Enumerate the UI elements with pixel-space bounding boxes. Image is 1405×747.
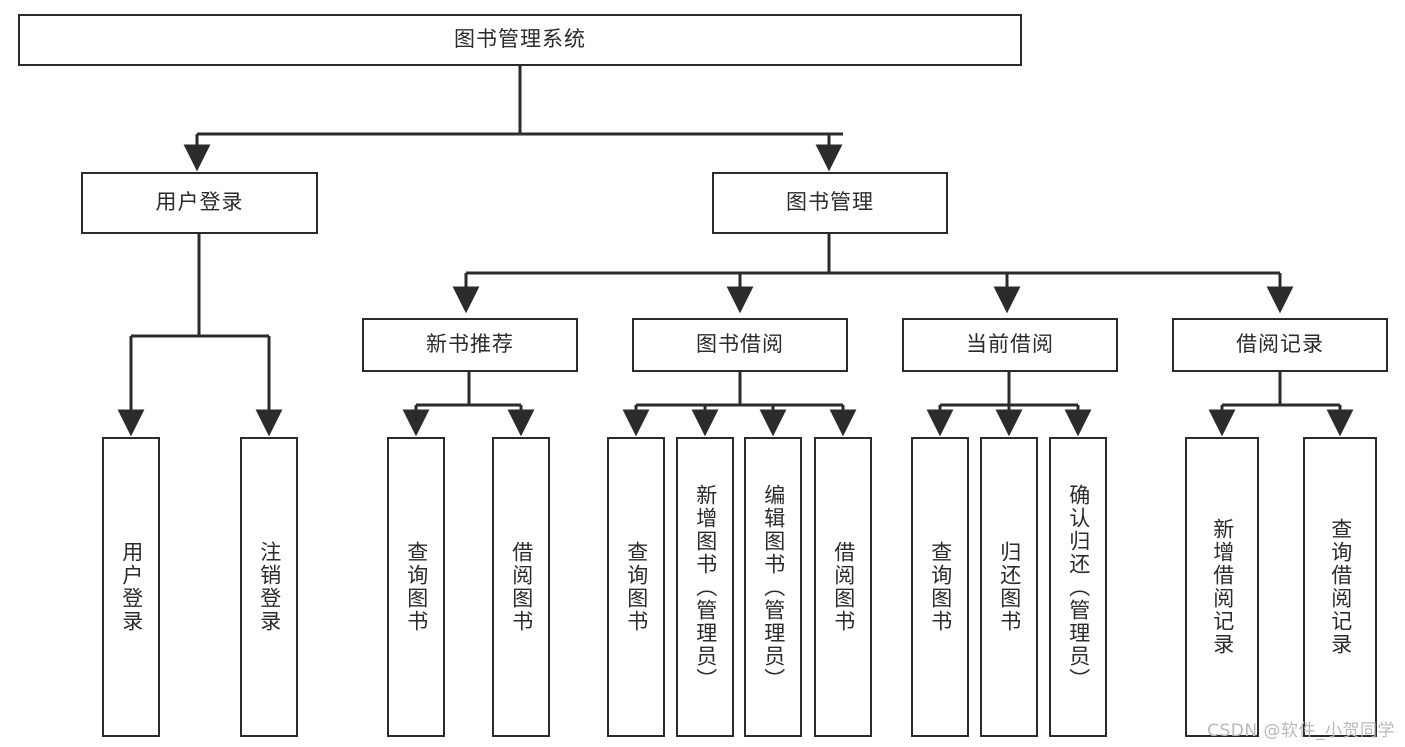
node-leaf-add-record-label: 新增借阅记录 — [1210, 518, 1235, 656]
node-leaf-query-book-3[interactable]: 查询图书 — [911, 437, 969, 737]
node-current-borrow-label: 当前借阅 — [966, 332, 1054, 357]
node-root[interactable]: 图书管理系统 — [18, 14, 1022, 66]
node-leaf-edit-book-label: 编辑图书（管理员） — [761, 483, 786, 691]
node-leaf-return-book[interactable]: 归还图书 — [980, 437, 1038, 737]
node-leaf-query-book-2[interactable]: 查询图书 — [607, 437, 665, 737]
node-leaf-query-book-1[interactable]: 查询图书 — [387, 437, 445, 737]
node-leaf-add-record[interactable]: 新增借阅记录 — [1185, 437, 1259, 737]
node-new-book-rec[interactable]: 新书推荐 — [362, 318, 578, 372]
node-leaf-borrow-book-1[interactable]: 借阅图书 — [492, 437, 550, 737]
node-leaf-logout-login-label: 注销登录 — [257, 541, 282, 633]
node-leaf-add-book-label: 新增图书（管理员） — [693, 483, 718, 691]
node-leaf-edit-book[interactable]: 编辑图书（管理员） — [744, 437, 802, 737]
node-new-book-rec-label: 新书推荐 — [426, 332, 514, 357]
node-current-borrow[interactable]: 当前借阅 — [902, 318, 1118, 372]
node-leaf-return-book-label: 归还图书 — [997, 541, 1022, 633]
node-book-manage[interactable]: 图书管理 — [712, 172, 948, 234]
node-leaf-query-book-2-label: 查询图书 — [624, 541, 649, 633]
node-leaf-confirm-return[interactable]: 确认归还（管理员） — [1049, 437, 1107, 737]
node-book-borrow-label: 图书借阅 — [696, 332, 784, 357]
node-leaf-confirm-return-label: 确认归还（管理员） — [1066, 483, 1091, 691]
node-leaf-query-book-3-label: 查询图书 — [928, 541, 953, 633]
node-leaf-borrow-book-2-label: 借阅图书 — [831, 541, 856, 633]
node-user-login-label: 用户登录 — [155, 190, 244, 215]
node-leaf-logout-login[interactable]: 注销登录 — [240, 437, 298, 737]
node-book-manage-label: 图书管理 — [786, 190, 874, 215]
node-root-label: 图书管理系统 — [454, 27, 586, 52]
node-borrow-record[interactable]: 借阅记录 — [1172, 318, 1388, 372]
node-user-login[interactable]: 用户登录 — [81, 172, 318, 234]
node-leaf-borrow-book-2[interactable]: 借阅图书 — [814, 437, 872, 737]
node-leaf-query-record-label: 查询借阅记录 — [1328, 518, 1353, 656]
node-leaf-query-book-1-label: 查询图书 — [404, 541, 429, 633]
node-leaf-user-login[interactable]: 用户登录 — [102, 437, 160, 737]
node-leaf-query-record[interactable]: 查询借阅记录 — [1303, 437, 1377, 737]
watermark: CSDN @软件_小贺同学 — [1207, 721, 1395, 741]
node-book-borrow[interactable]: 图书借阅 — [632, 318, 848, 372]
node-leaf-user-login-label: 用户登录 — [119, 541, 144, 633]
node-leaf-add-book[interactable]: 新增图书（管理员） — [676, 437, 734, 737]
node-leaf-borrow-book-1-label: 借阅图书 — [509, 541, 534, 633]
node-borrow-record-label: 借阅记录 — [1236, 332, 1324, 357]
